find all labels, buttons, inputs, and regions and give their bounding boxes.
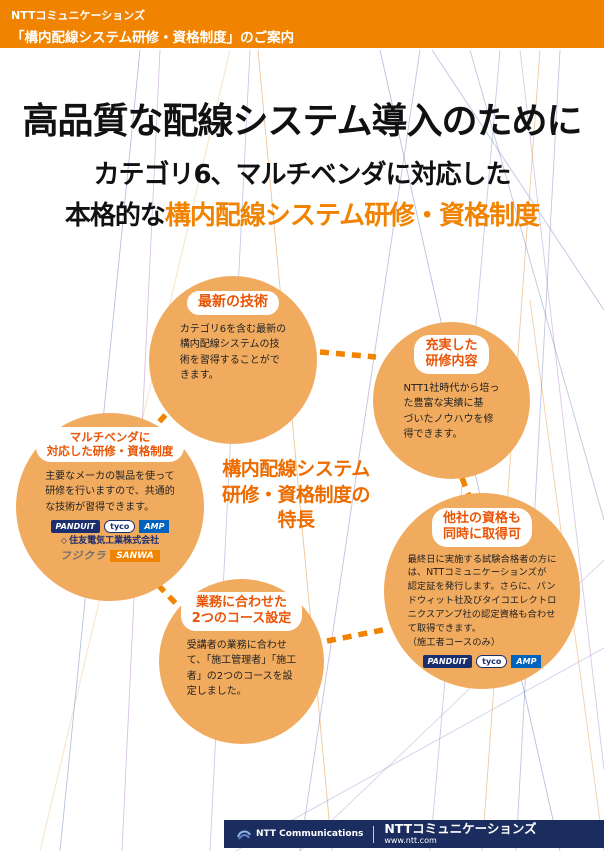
feature-body-two-courses: 受講者の業務に合わせ て、「施工管理者」「施工 者」の2つのコースを設 定しまし… — [186, 639, 297, 698]
multivendor-logo-row-2: ◇住友電気工業株式会社 — [61, 536, 159, 547]
panduit-logo: PANDUIT — [422, 655, 473, 668]
multivendor-logo-row-1: PANDUIT tyco AMP — [50, 520, 170, 533]
sumitomo-igeta-icon: ◇ — [60, 535, 68, 545]
other-certs-logo-row: PANDUIT tyco AMP — [422, 655, 542, 668]
sumitomo-logo: ◇住友電気工業株式会社 — [61, 536, 159, 547]
multivendor-logo-row-3: フジクラ SANWA — [60, 549, 160, 563]
feature-title-rich-content: 充実した 研修内容 — [414, 335, 489, 374]
feature-title-multivendor: マルチベンダに 対応した研修・資格制度 — [35, 427, 185, 462]
amp-logo: AMP — [139, 520, 170, 533]
multivendor-logos: PANDUIT tyco AMP ◇住友電気工業株式会社 フジクラ SANWA — [50, 520, 170, 563]
feature-circle-multivendor: マルチベンダに 対応した研修・資格制度 主要なメーカの製品を使って 研修を行いま… — [16, 413, 204, 601]
main-title: 高品質な配線システム導入のために — [22, 101, 583, 142]
footer-bar: NTT Communications NTTコミュニケーションズ www.ntt… — [224, 820, 604, 848]
footer-brand-block: NTTコミュニケーションズ www.ntt.com — [384, 822, 536, 845]
footer-brand-name: NTTコミュニケーションズ — [384, 821, 537, 837]
center-feature-label: 構内配線システム 研修・資格制度の 特長 — [221, 458, 371, 532]
feature-circle-latest-tech: 最新の技術 カテゴリ6を含む最新の 構内配線システムの技 術を習得することがで … — [149, 276, 317, 444]
feature-body-latest-tech: カテゴリ6を含む最新の 構内配線システムの技 術を習得することがで きます。 — [179, 323, 287, 382]
subtitle-line1: カテゴリ6、マルチベンダに対応した — [93, 160, 511, 190]
feature-body-other-certs: 最終日に実施する試験合格者の方に は、NTTコミュニケーションズが 認定証を発行… — [407, 553, 557, 649]
footer-divider — [373, 825, 375, 843]
other-certs-logos: PANDUIT tyco AMP — [422, 655, 542, 668]
header-subtitle: 「構内配線システム研修・資格制度」のご案内 — [11, 30, 295, 46]
amp-logo: AMP — [511, 655, 542, 668]
feature-title-two-courses: 業務に合わせた 2つのコース設定 — [180, 592, 303, 631]
tyco-logo: tyco — [476, 655, 508, 668]
subtitle-line2-black: 本格的な — [64, 201, 166, 231]
feature-title-latest-tech: 最新の技術 — [187, 291, 279, 315]
subtitle-line2: 本格的な構内配線システム研修・資格制度 — [0, 195, 604, 232]
ntt-communications-logo-text: NTT Communications — [256, 829, 364, 839]
ntt-dynamic-loop-icon — [237, 830, 251, 840]
headline-block: 高品質な配線システム導入のために カテゴリ6、マルチベンダに対応した 本格的な構… — [0, 92, 604, 232]
header-bar: NTTコミュニケーションズ 「構内配線システム研修・資格制度」のご案内 — [0, 0, 604, 48]
feature-body-rich-content: NTT1社時代から培っ た豊富な実績に基 づいたノウハウを修 得できます。 — [403, 382, 500, 441]
feature-circle-two-courses: 業務に合わせた 2つのコース設定 受講者の業務に合わせ て、「施工管理者」「施工… — [159, 579, 324, 744]
header-company: NTTコミュニケーションズ — [11, 9, 146, 22]
feature-title-other-certs: 他社の資格も 同時に取得可 — [431, 508, 532, 547]
subtitle-line2-orange: 構内配線システム研修・資格制度 — [164, 201, 540, 231]
footer-url: www.ntt.com — [384, 836, 437, 846]
feature-circle-other-certs: 他社の資格も 同時に取得可 最終日に実施する試験合格者の方に は、NTTコミュニ… — [384, 493, 580, 689]
sanwa-logo: SANWA — [110, 549, 160, 563]
panduit-logo: PANDUIT — [50, 520, 101, 533]
sumitomo-logo-text: 住友電気工業株式会社 — [69, 535, 160, 546]
feature-body-multivendor: 主要なメーカの製品を使って 研修を行いますので、共通的 な技術が習得できます。 — [45, 470, 175, 513]
fujikura-logo: フジクラ — [60, 549, 107, 562]
feature-circle-rich-content: 充実した 研修内容 NTT1社時代から培っ た豊富な実績に基 づいたノウハウを修… — [373, 322, 530, 479]
tyco-logo: tyco — [104, 520, 136, 533]
ntt-communications-logo: NTT Communications — [236, 827, 363, 841]
